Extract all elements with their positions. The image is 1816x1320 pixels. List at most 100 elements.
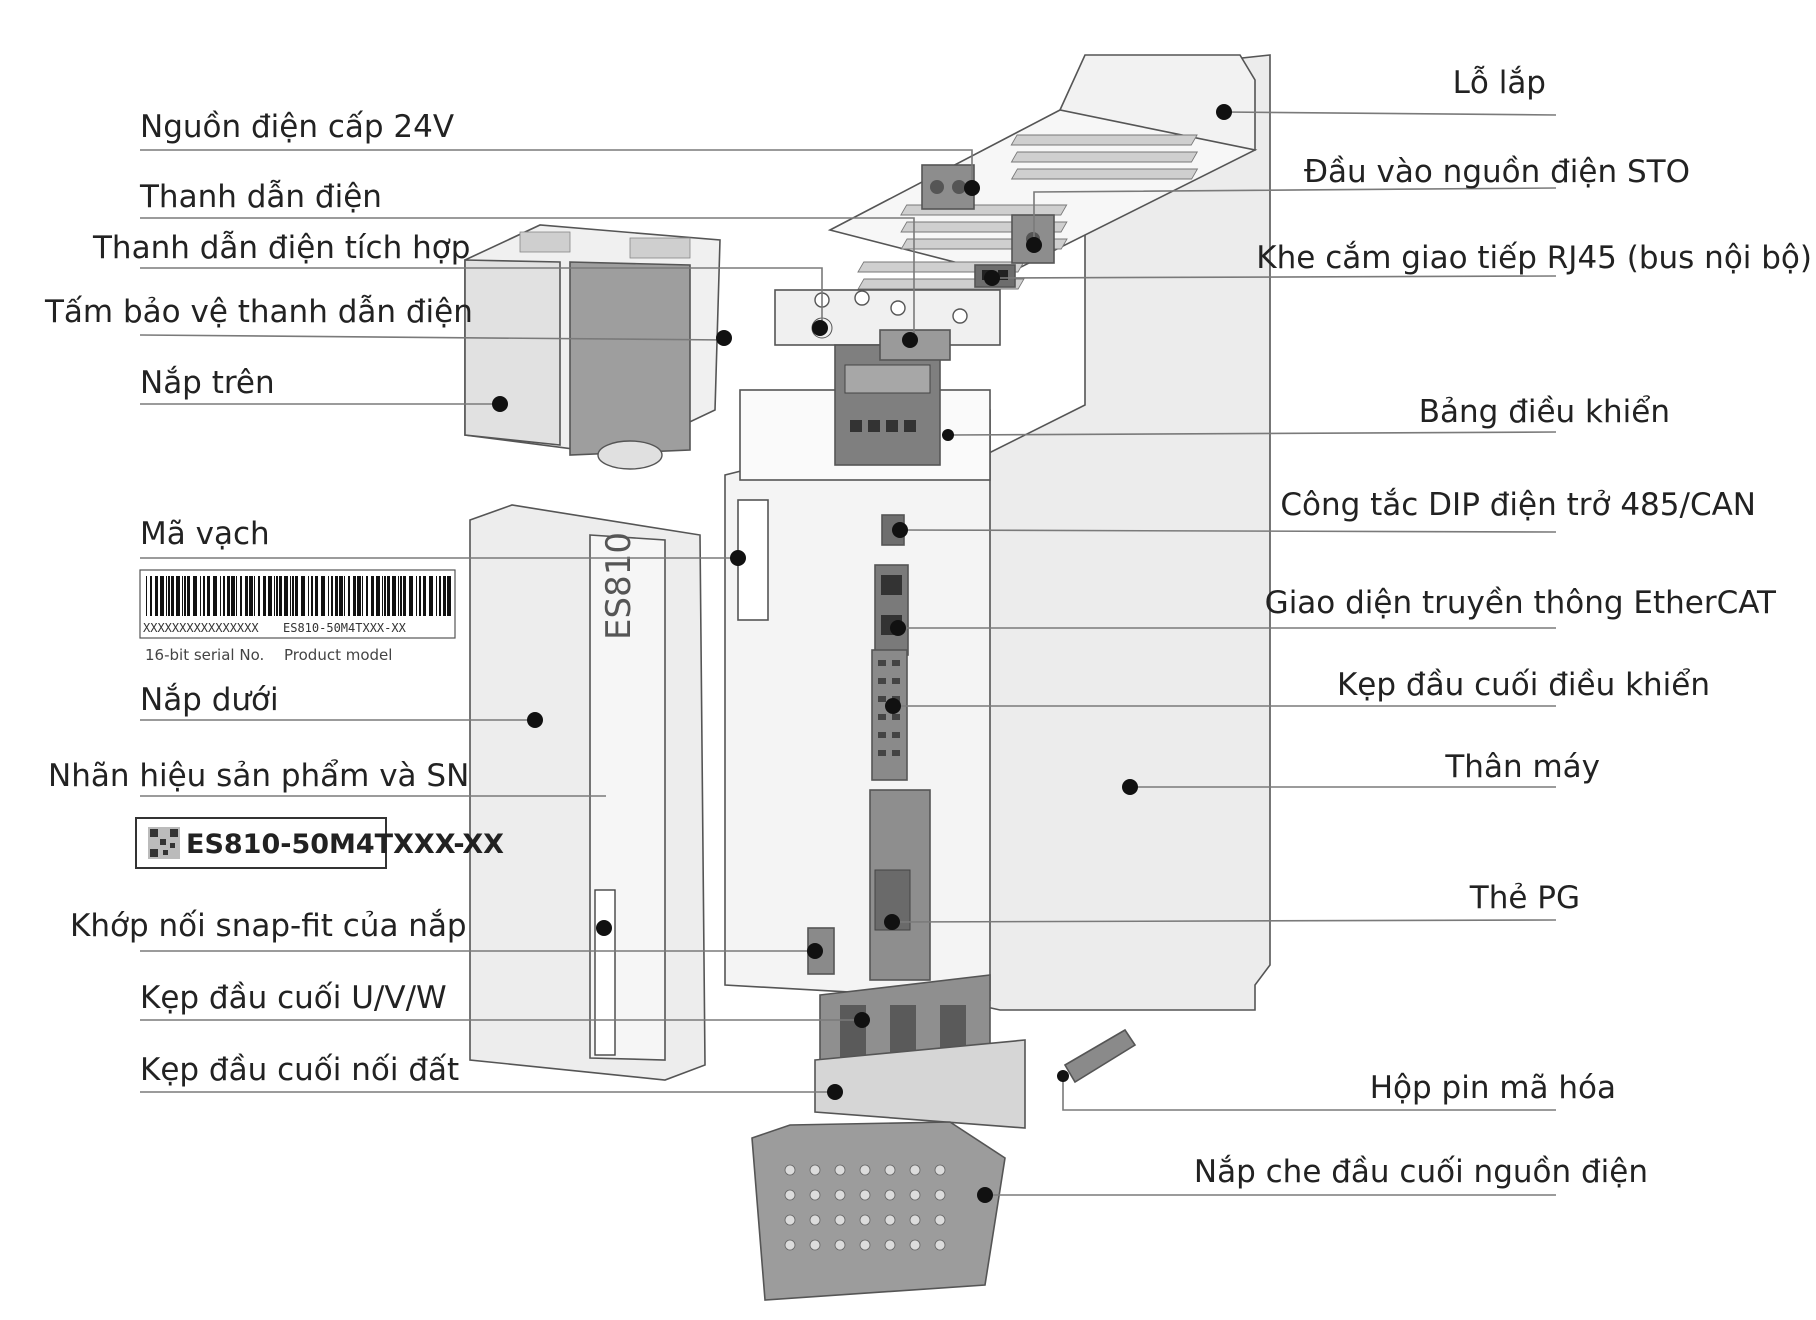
dot-terminal-cover	[977, 1187, 993, 1203]
barcode-caption-model: Product model	[284, 646, 392, 664]
dot-bottom-cover	[527, 712, 543, 728]
label-bottom-cover: Nắp dưới	[140, 682, 279, 718]
label-ethercat: Giao diện truyền thông EtherCAT	[1265, 585, 1777, 621]
barcode-bar	[331, 576, 333, 616]
qr-icon	[148, 827, 180, 859]
dot-dip	[892, 522, 908, 538]
barcode-bar	[409, 576, 413, 616]
barcode-bar	[213, 576, 217, 616]
barcode-bar	[419, 576, 421, 616]
barcode-bar	[223, 576, 225, 616]
labels-left: Nguồn điện cấp 24V Thanh dẫn điện Thanh …	[44, 109, 473, 1088]
barcode-bar	[308, 576, 309, 616]
barcode-bar	[276, 576, 278, 616]
barcode-bar	[392, 576, 396, 616]
barcode-caption-serial: 16-bit serial No.	[145, 646, 264, 664]
barcode-bar	[292, 576, 294, 616]
label-uvw-terminal: Kẹp đầu cuối U/V/W	[140, 980, 447, 1016]
barcode-bar	[176, 576, 180, 616]
label-pg-card: Thẻ PG	[1469, 880, 1580, 916]
dot-24v	[964, 180, 980, 196]
barcode-bar	[258, 576, 260, 616]
leader-lines	[139, 111, 1557, 1196]
label-sto-input: Đầu vào nguồn điện STO	[1304, 154, 1690, 190]
barcode-bar	[263, 576, 266, 616]
dot-snap-fit	[807, 943, 823, 959]
barcode-bar	[240, 576, 242, 616]
label-snap-fit: Khớp nối snap-fit của nắp	[70, 908, 467, 944]
barcode-bar	[295, 576, 298, 616]
label-rj45-slot: Khe cắm giao tiếp RJ45 (bus nội bộ)	[1256, 240, 1812, 276]
barcode-bar	[387, 576, 390, 616]
label-power-24v: Nguồn điện cấp 24V	[140, 109, 454, 145]
barcode-bar	[311, 576, 313, 616]
label-body: Thân máy	[1444, 749, 1600, 785]
barcode-bar	[200, 576, 201, 616]
label-encoder-battery: Hộp pin mã hóa	[1370, 1070, 1616, 1106]
barcode-bar	[353, 576, 356, 616]
barcode-bar	[268, 576, 272, 616]
barcode-bar	[439, 576, 441, 616]
dot-busbar	[902, 332, 918, 348]
dot-pg-card	[884, 914, 900, 930]
barcode-bar	[231, 576, 235, 616]
barcode-bar	[245, 576, 248, 616]
dot-battery	[1057, 1070, 1069, 1082]
barcode-bar	[328, 576, 329, 616]
label-busbar: Thanh dẫn điện	[139, 179, 382, 215]
barcode-bar	[335, 576, 338, 616]
barcode-bar	[423, 576, 426, 616]
label-control-terminal: Kẹp đầu cuối điều khiển	[1337, 667, 1710, 703]
barcode-bar	[344, 576, 345, 616]
barcode-bar	[362, 576, 363, 616]
barcode-bar	[284, 576, 288, 616]
barcode-bar	[184, 576, 186, 616]
barcode-bar	[227, 576, 230, 616]
barcode-inset: XXXXXXXXXXXXXXXX ES810-50M4TXXX-XX 16-bi…	[139, 569, 456, 664]
dot-busbar-guard	[716, 330, 732, 346]
barcode-bars	[146, 576, 451, 616]
dot-ethercat	[890, 620, 906, 636]
barcode-bar	[447, 576, 451, 616]
barcode-bar	[366, 576, 368, 616]
barcode-bar	[371, 576, 374, 616]
barcode-bar	[203, 576, 205, 616]
barcode-bar	[220, 576, 221, 616]
dot-ground	[827, 1084, 843, 1100]
barcode-bar	[155, 576, 158, 616]
barcode-model: ES810-50M4TXXX-XX	[283, 621, 407, 635]
barcode-bar	[182, 576, 183, 616]
barcode-bar	[376, 576, 380, 616]
barcode-bar	[146, 576, 147, 616]
barcode-bar	[400, 576, 402, 616]
dot-uvw	[854, 1012, 870, 1028]
label-terminal-cover: Nắp che đầu cuối nguồn điện	[1194, 1154, 1648, 1190]
callout-dots	[492, 104, 1232, 1203]
barcode-bar	[274, 576, 275, 616]
barcode-bar	[398, 576, 399, 616]
barcode-bar	[171, 576, 174, 616]
barcode-bar	[357, 576, 361, 616]
barcode-bar	[236, 576, 237, 616]
barcode-bar	[254, 576, 255, 616]
barcode-bar	[403, 576, 406, 616]
barcode-bar	[436, 576, 437, 616]
label-busbar-guard: Tấm bảo vệ thanh dẫn điện	[44, 294, 473, 330]
barcode-bar	[382, 576, 383, 616]
product-label-inset: ES810-50M4TXXX-XX	[135, 817, 504, 869]
barcode-bar	[416, 576, 417, 616]
barcode-bar	[187, 576, 190, 616]
label-ground-terminal: Kẹp đầu cuối nối đất	[140, 1052, 459, 1088]
barcode-bar	[279, 576, 282, 616]
barcode-bar	[290, 576, 291, 616]
barcode-bar	[168, 576, 170, 616]
label-mount-hole: Lỗ lắp	[1453, 65, 1546, 101]
barcode-serial: XXXXXXXXXXXXXXXX	[143, 621, 259, 635]
device-logo: ES810	[599, 532, 639, 640]
barcode-bar	[339, 576, 343, 616]
barcode-bar	[166, 576, 167, 616]
dot-rj45	[984, 270, 1000, 286]
label-dip-switch: Công tắc DIP điện trở 485/CAN	[1280, 487, 1756, 523]
label-integrated-busbar: Thanh dẫn điện tích hợp	[92, 230, 470, 266]
